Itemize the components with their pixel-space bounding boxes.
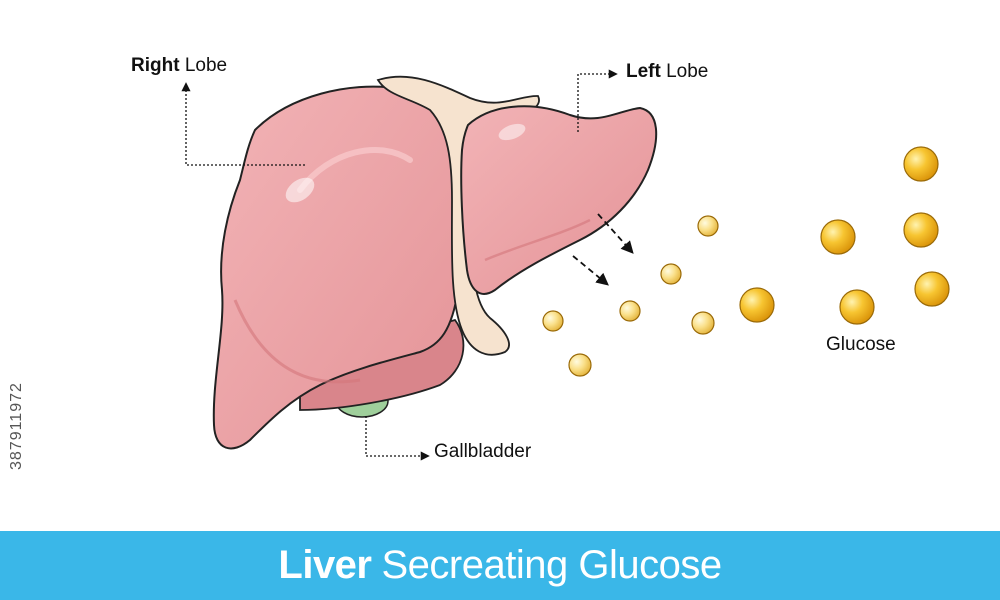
stock-id-text: 387911972 xyxy=(8,382,25,470)
right-lobe-leader xyxy=(181,82,305,166)
secretion-arrow-1 xyxy=(597,213,634,254)
glucose-molecule xyxy=(660,263,682,285)
glucose-molecule xyxy=(542,310,564,332)
falciform-ligament xyxy=(376,75,540,356)
secretion-arrow-2 xyxy=(572,255,609,286)
glucose-molecules xyxy=(542,146,950,377)
glucose-molecule xyxy=(739,287,775,323)
glucose-molecule xyxy=(903,212,939,248)
title-rest: Secreating Glucose xyxy=(381,543,723,587)
glucose-molecule xyxy=(820,219,856,255)
gallbladder-leader xyxy=(365,416,430,461)
glucose-molecule xyxy=(903,146,939,182)
glucose-molecule xyxy=(839,289,875,325)
title-bold: Liver xyxy=(278,543,372,587)
glucose-molecule xyxy=(697,215,719,237)
glucose-molecule xyxy=(691,311,715,335)
left-lobe-leader xyxy=(577,69,618,132)
left-lobe-label: Left Lobe xyxy=(626,61,709,82)
glucose-molecule xyxy=(619,300,641,322)
glucose-molecule xyxy=(568,353,592,377)
glucose-molecule xyxy=(914,271,950,307)
title-banner: Liver Secreating Glucose xyxy=(0,531,1000,600)
right-lobe-label: Right Lobe xyxy=(131,55,228,76)
gallbladder-label: Gallbladder xyxy=(434,441,532,462)
left-lobe-shape xyxy=(460,105,658,295)
glucose-label: Glucose xyxy=(826,334,896,355)
